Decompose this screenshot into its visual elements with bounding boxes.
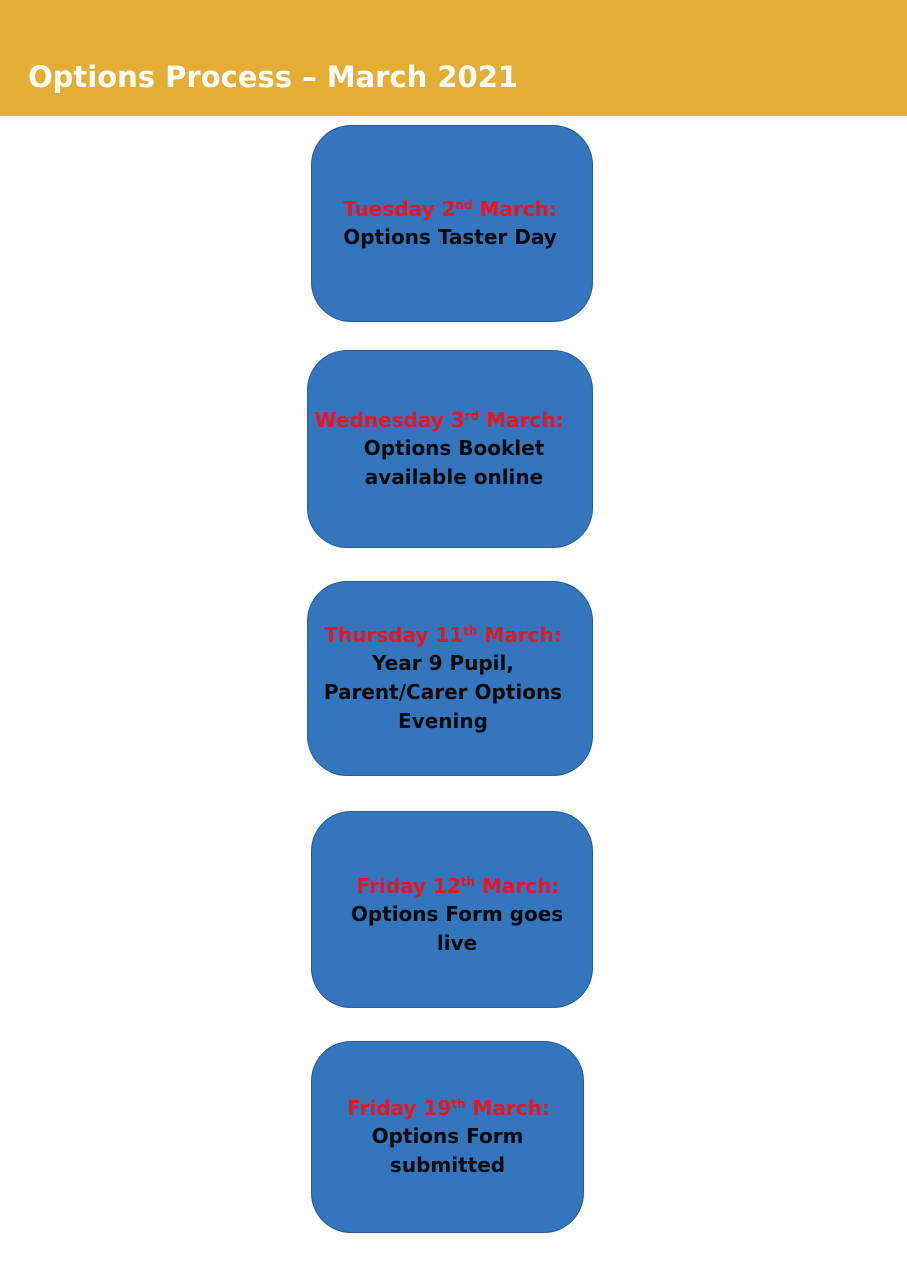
step-date-suffix: th [463,624,478,638]
step-date-suffix: nd [455,198,473,212]
step-date: Friday 19th March: [345,1094,550,1122]
page-title: Options Process – March 2021 [28,60,519,94]
step-date-month: March: [475,873,560,898]
step-date-month: March: [479,408,564,432]
step-description: Options Booklet available online [363,436,545,489]
step-description: Year 9 Pupil, Parent/Carer Options Eveni… [323,651,563,733]
step-date-month: March: [472,197,557,221]
timeline-step-form-live: Friday 12th March: Options Form goes liv… [311,811,593,1008]
timeline-step-form-submitted: Friday 19th March: Options Form submitte… [311,1041,584,1233]
step-date: Thursday 11th March: [324,621,576,649]
step-date-day: Tuesday 2 [343,197,456,221]
timeline-step-booklet: Wednesday 3rd March: Options Booklet ava… [307,350,593,548]
step-date-month: March: [477,623,562,647]
timeline-step-options-evening: Thursday 11th March: Year 9 Pupil, Paren… [307,581,593,776]
step-date-suffix: th [460,874,476,889]
step-date: Tuesday 2nd March: [343,195,561,223]
step-description: Options Form goes live [350,901,564,955]
step-date: Wednesday 3rd March: [315,406,586,434]
step-date-day: Friday 12 [356,873,461,898]
step-description: Options Form submitted [371,1124,524,1177]
step-date-month: March: [465,1096,550,1120]
timeline-step-taster-day: Tuesday 2nd March: Options Taster Day [311,125,593,322]
title-banner: Options Process – March 2021 [0,0,907,116]
step-date-day: Friday 19 [347,1096,452,1120]
step-date-day: Thursday 11 [324,623,464,647]
step-date-suffix: th [451,1097,466,1111]
step-description: Options Taster Day [343,225,557,249]
step-date-day: Wednesday 3 [314,408,465,432]
step-date: Friday 12th March: [345,872,560,900]
step-date-suffix: rd [464,409,480,423]
